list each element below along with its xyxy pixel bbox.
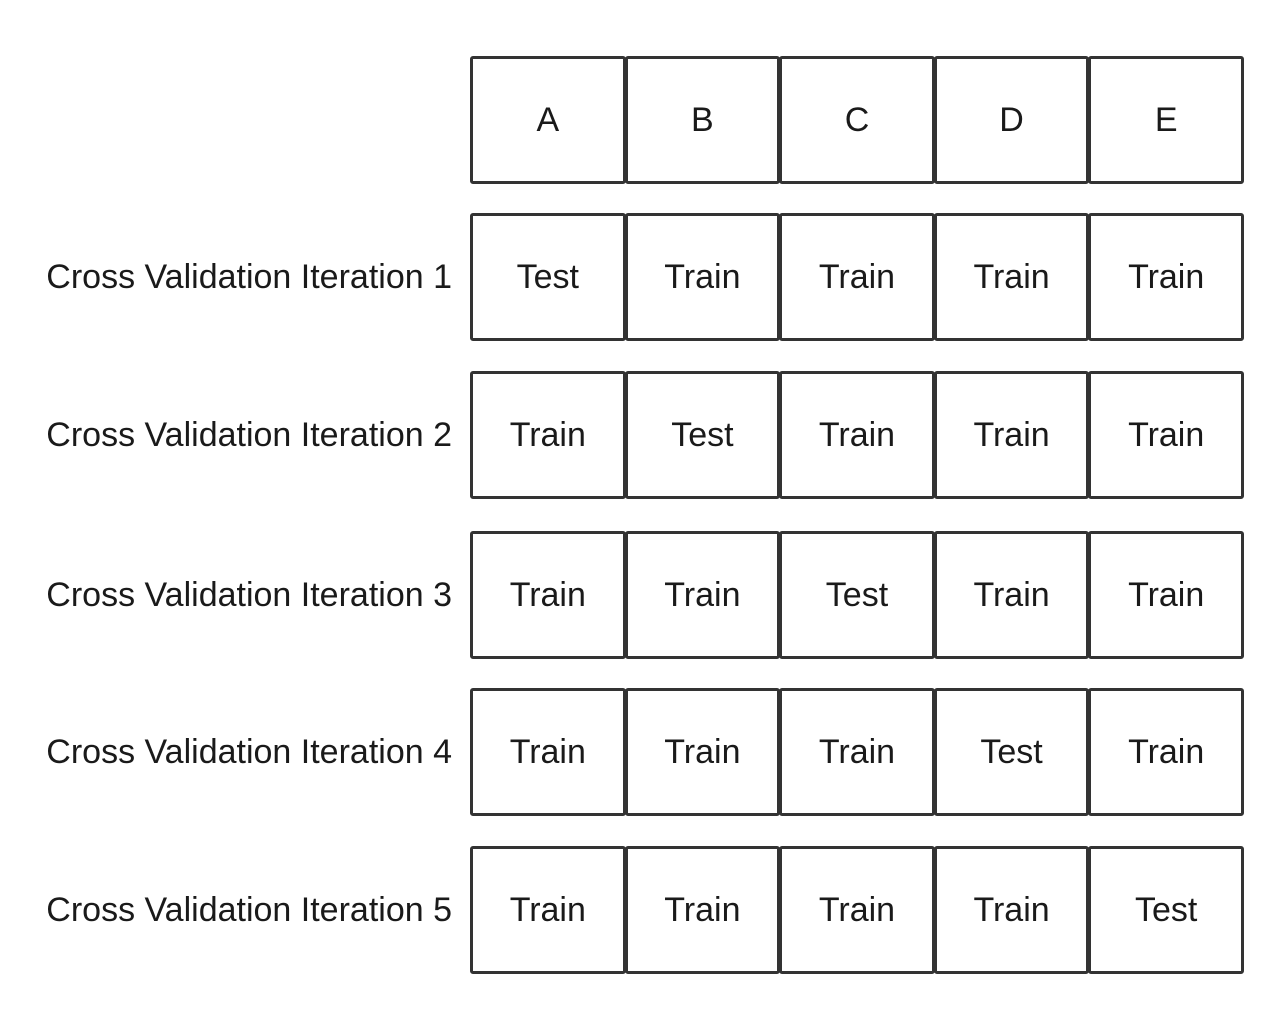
iteration-3-cell-a: Train xyxy=(470,531,626,659)
iteration-5-cell-b: Train xyxy=(624,846,781,974)
iteration-3-cell-d: Train xyxy=(933,531,1090,659)
fold-header-cell-b: B xyxy=(624,56,781,184)
iteration-row-1: Cross Validation Iteration 1 Test Train … xyxy=(0,213,1276,341)
iteration-2-cell-b: Test xyxy=(624,371,781,499)
fold-header-row: A B C D E xyxy=(0,56,1276,184)
iteration-label-2: Cross Validation Iteration 2 xyxy=(46,416,452,454)
iteration-cells-1: Test Train Train Train Train xyxy=(470,213,1248,341)
iteration-3-cell-e: Train xyxy=(1088,531,1244,659)
iteration-3-cell-c: Test xyxy=(779,531,935,659)
iteration-4-cell-e: Train xyxy=(1088,688,1244,816)
iteration-row-5: Cross Validation Iteration 5 Train Train… xyxy=(0,846,1276,974)
iteration-1-cell-a: Test xyxy=(470,213,626,341)
iteration-4-cell-d: Test xyxy=(933,688,1090,816)
fold-header-cells: A B C D E xyxy=(470,56,1248,184)
iteration-1-cell-e: Train xyxy=(1088,213,1244,341)
iteration-row-3: Cross Validation Iteration 3 Train Train… xyxy=(0,531,1276,659)
iteration-2-cell-d: Train xyxy=(933,371,1090,499)
iteration-5-cell-e: Test xyxy=(1088,846,1244,974)
iteration-cells-4: Train Train Train Test Train xyxy=(470,688,1248,816)
iteration-4-cell-b: Train xyxy=(624,688,781,816)
iteration-5-cell-a: Train xyxy=(470,846,626,974)
fold-header-cell-a: A xyxy=(470,56,626,184)
iteration-label-5: Cross Validation Iteration 5 xyxy=(46,891,452,929)
iteration-cells-5: Train Train Train Train Test xyxy=(470,846,1248,974)
fold-header-cell-d: D xyxy=(933,56,1090,184)
iteration-1-cell-c: Train xyxy=(779,213,935,341)
iteration-label-1: Cross Validation Iteration 1 xyxy=(46,258,452,296)
iteration-cells-2: Train Test Train Train Train xyxy=(470,371,1248,499)
iteration-5-cell-d: Train xyxy=(933,846,1090,974)
iteration-1-cell-b: Train xyxy=(624,213,781,341)
iteration-row-2: Cross Validation Iteration 2 Train Test … xyxy=(0,371,1276,499)
iteration-4-cell-a: Train xyxy=(470,688,626,816)
iteration-cells-3: Train Train Test Train Train xyxy=(470,531,1248,659)
iteration-label-4: Cross Validation Iteration 4 xyxy=(46,733,452,771)
iteration-3-cell-b: Train xyxy=(624,531,781,659)
iteration-2-cell-a: Train xyxy=(470,371,626,499)
iteration-2-cell-c: Train xyxy=(779,371,935,499)
iteration-1-cell-d: Train xyxy=(933,213,1090,341)
iteration-2-cell-e: Train xyxy=(1088,371,1244,499)
fold-header-cell-c: C xyxy=(779,56,935,184)
iteration-5-cell-c: Train xyxy=(779,846,935,974)
iteration-row-4: Cross Validation Iteration 4 Train Train… xyxy=(0,688,1276,816)
fold-header-cell-e: E xyxy=(1088,56,1244,184)
iteration-label-3: Cross Validation Iteration 3 xyxy=(46,576,452,614)
iteration-4-cell-c: Train xyxy=(779,688,935,816)
